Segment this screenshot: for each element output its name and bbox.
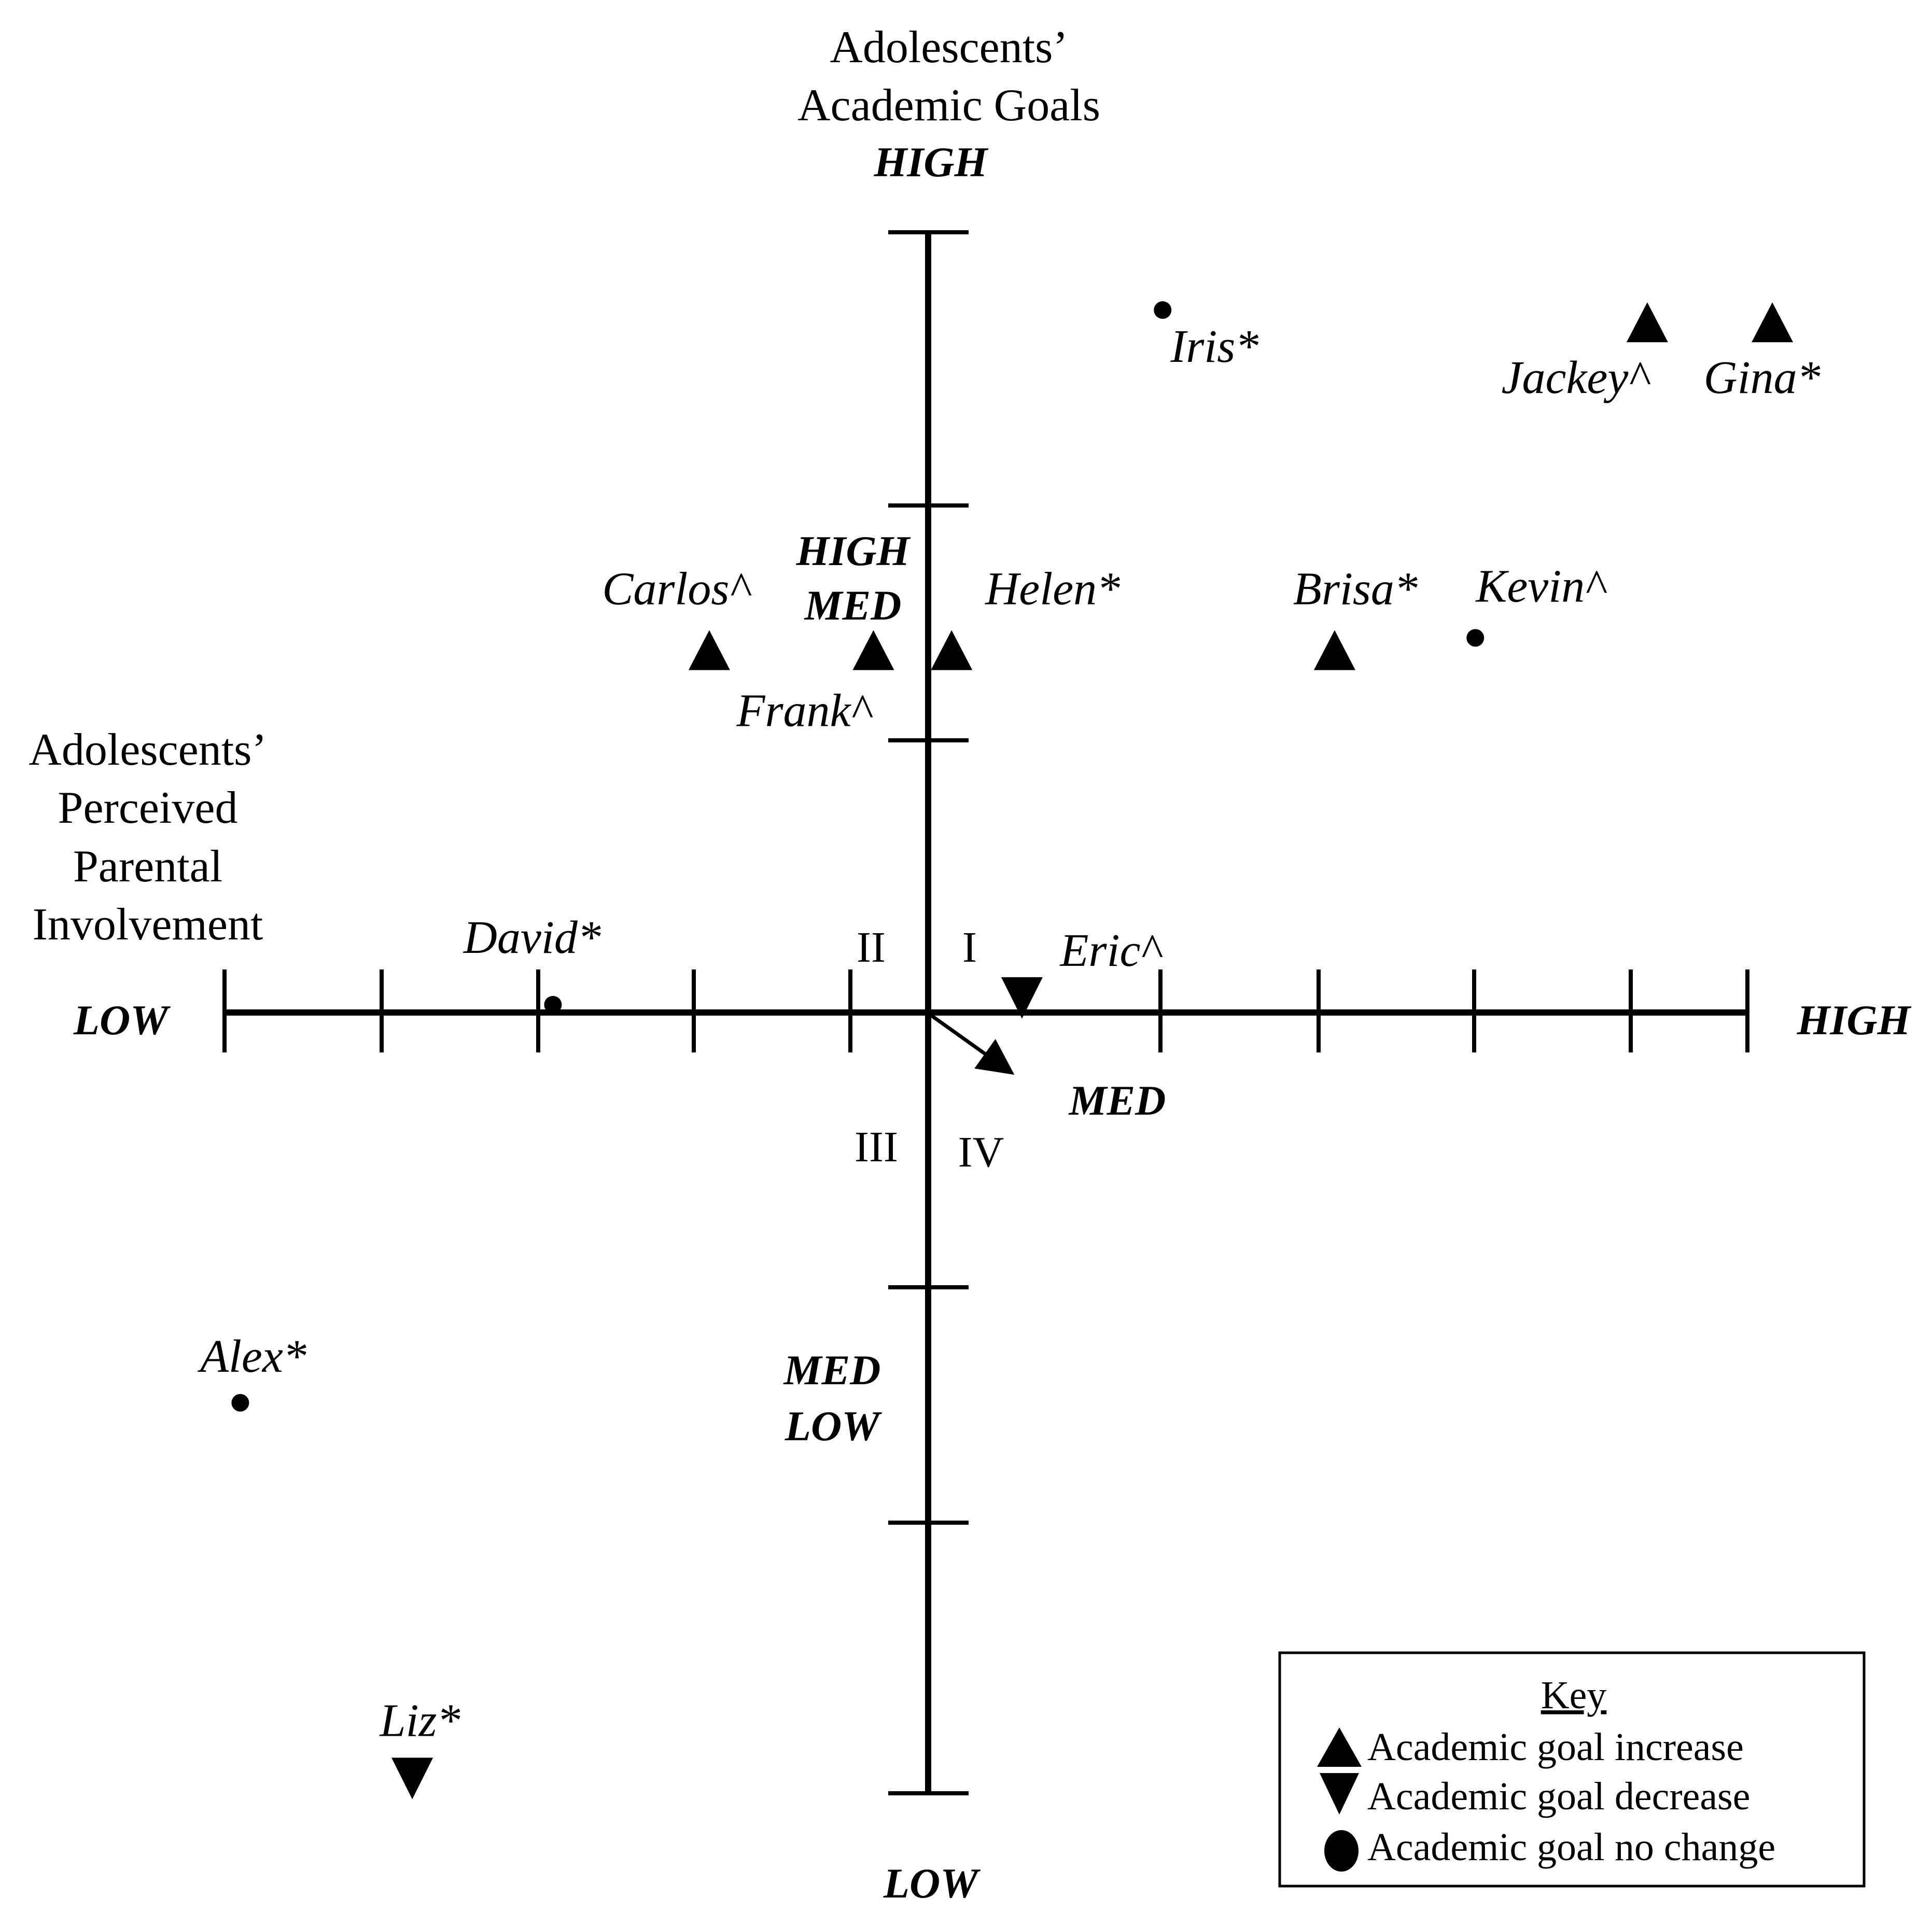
legend-increase-marker <box>1317 1727 1362 1767</box>
point-jackey <box>1626 302 1668 343</box>
legend-box <box>1278 1651 1866 1888</box>
y-axis-low-label: LOW <box>883 1860 981 1907</box>
legend-item-decrease: Academic goal decrease <box>1367 1775 1750 1818</box>
y-axis-band-med-low-line-2: LOW <box>785 1402 882 1450</box>
point-label-jackey: Jackey^ <box>1502 352 1651 403</box>
center-med-label: MED <box>1068 1077 1166 1124</box>
data-points <box>231 301 1794 1799</box>
legend-title: Key <box>1541 1674 1607 1717</box>
legend-decrease-marker <box>1320 1773 1359 1815</box>
point-david <box>544 995 562 1014</box>
quadrant-label-iv: IV <box>958 1128 1004 1176</box>
y-axis-band-high-med-line-2: MED <box>804 582 902 629</box>
point-helen <box>931 630 973 670</box>
point-alex <box>231 1394 249 1412</box>
point-label-david: David* <box>463 912 601 963</box>
point-label-brisa: Brisa* <box>1293 563 1418 614</box>
quadrant-label-iii: III <box>855 1123 898 1171</box>
x-axis-title-line-1: Adolescents’ <box>29 725 267 775</box>
legend-no-change-marker <box>1324 1830 1359 1872</box>
point-carlos <box>688 630 730 670</box>
point-gina <box>1752 302 1794 343</box>
point-label-frank: Frank^ <box>736 685 873 736</box>
y-axis-band-high-med-line-1: HIGH <box>796 527 911 574</box>
point-iris <box>1154 301 1172 319</box>
y-axis-band-med-low-line-1: MED <box>783 1346 881 1394</box>
y-axis-high-label: HIGH <box>874 138 989 186</box>
x-axis-low-label: LOW <box>73 996 171 1044</box>
point-eric <box>1001 977 1043 1019</box>
y-axis-title-line-2: Academic Goals <box>797 80 1100 131</box>
center-arrow <box>929 1014 1015 1075</box>
point-label-gina: Gina* <box>1704 352 1821 403</box>
x-axis-title-line-4: Involvement <box>33 899 263 950</box>
point-label-carlos: Carlos^ <box>602 563 751 614</box>
point-label-iris: Iris* <box>1170 321 1258 372</box>
y-axis-ticks <box>888 230 969 1795</box>
x-axis-title-line-2: Perceived <box>58 783 238 833</box>
y-axis-title-line-1: Adolescents’ <box>830 22 1068 73</box>
point-kevin <box>1466 629 1485 647</box>
point-labels: Iris* Jackey^ Gina* Carlos^ Frank^ Helen* Bris… <box>198 321 1821 1746</box>
x-axis-title-line-3: Parental <box>73 841 222 892</box>
x-axis-high-label: HIGH <box>1797 996 1912 1044</box>
point-label-kevin: Kevin^ <box>1475 560 1607 612</box>
quadrant-label-ii: II <box>857 923 886 972</box>
point-label-helen: Helen* <box>985 563 1120 614</box>
legend: Key Academic goal increase Academic goal… <box>1278 1651 1866 1888</box>
point-label-alex: Alex* <box>198 1331 306 1382</box>
point-frank <box>852 630 894 670</box>
point-liz <box>391 1758 433 1799</box>
point-label-liz: Liz* <box>379 1695 460 1746</box>
point-brisa <box>1313 630 1355 670</box>
quadrant-label-i: I <box>962 923 977 972</box>
legend-item-increase: Academic goal increase <box>1367 1725 1744 1769</box>
point-label-eric: Eric^ <box>1059 925 1163 976</box>
x-axis-ticks <box>222 969 1749 1052</box>
legend-item-no-change: Academic goal no change <box>1367 1825 1775 1869</box>
